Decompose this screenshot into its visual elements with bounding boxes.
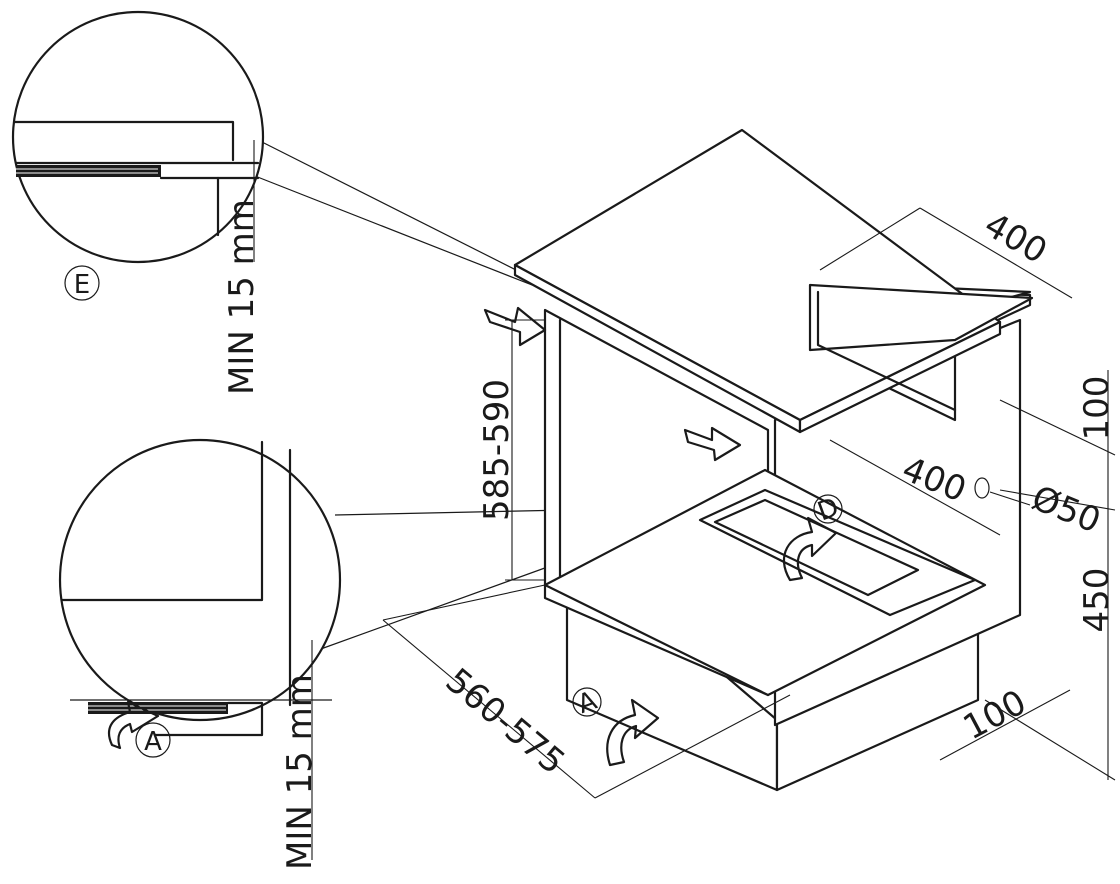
cable-hole xyxy=(974,477,990,499)
detail-e-badge-letter: E xyxy=(74,270,90,300)
dim-400-top-line xyxy=(919,207,1073,299)
dim-100-right-label: 100 xyxy=(1077,376,1117,441)
dim-height-label: 585-590 xyxy=(477,379,517,521)
shelf-vent-cutout xyxy=(698,488,977,617)
detail-e-badge xyxy=(64,265,100,301)
marker-a-badge xyxy=(572,687,602,717)
detail-a-magnifier: MIN 15 mm A xyxy=(58,438,579,870)
worktop-cutout-inner xyxy=(816,290,957,412)
dim-diameter-leader xyxy=(989,491,1031,506)
cabinet: D A xyxy=(483,128,1034,792)
worktop-airflow-arrow xyxy=(483,306,547,347)
detail-e-hob-glass xyxy=(16,165,161,177)
min-gap-label-bottom: MIN 15 mm xyxy=(280,674,320,870)
dim-width-label: 560-575 xyxy=(438,661,573,783)
curved-d-arrow xyxy=(783,516,838,582)
worktop-side-edge xyxy=(798,320,1002,434)
detail-a-airflow-arrow xyxy=(107,700,160,750)
detail-e-worktop xyxy=(12,120,235,162)
dim-diameter-label: Ø50 xyxy=(1026,478,1106,541)
dim-450-label: 450 xyxy=(1077,568,1117,633)
detail-e-magnifier: MIN 15 mm E xyxy=(11,10,533,395)
detail-a-badge-letter: A xyxy=(144,727,162,757)
dim-400-mid-line xyxy=(829,439,1001,536)
detail-e-circle xyxy=(11,10,265,264)
detail-a-worktop xyxy=(60,440,264,602)
detail-e-leader-top xyxy=(257,139,533,279)
detail-a-leader-bottom xyxy=(317,555,579,651)
marker-d-badge xyxy=(813,494,843,524)
dim-400-top-label: 400 xyxy=(977,205,1053,272)
detail-a-hob-body xyxy=(153,701,264,737)
dim-width-line xyxy=(382,619,596,799)
cabinet-shelf xyxy=(543,468,987,697)
detail-a-hob-glass xyxy=(88,702,228,714)
detail-a-circle xyxy=(58,438,342,722)
shelf-airflow-arrow xyxy=(683,426,742,462)
detail-e-leader-bottom xyxy=(254,175,533,286)
detail-a-badge xyxy=(135,722,171,758)
min-gap-label-top: MIN 15 mm xyxy=(222,199,262,395)
worktop-cutout xyxy=(808,283,1034,352)
plinth-airflow-arrow xyxy=(606,698,660,767)
dim-100-bottom-line xyxy=(939,689,1071,761)
detail-a-leader-top xyxy=(334,509,569,516)
shelf-vent-inner xyxy=(713,498,920,597)
